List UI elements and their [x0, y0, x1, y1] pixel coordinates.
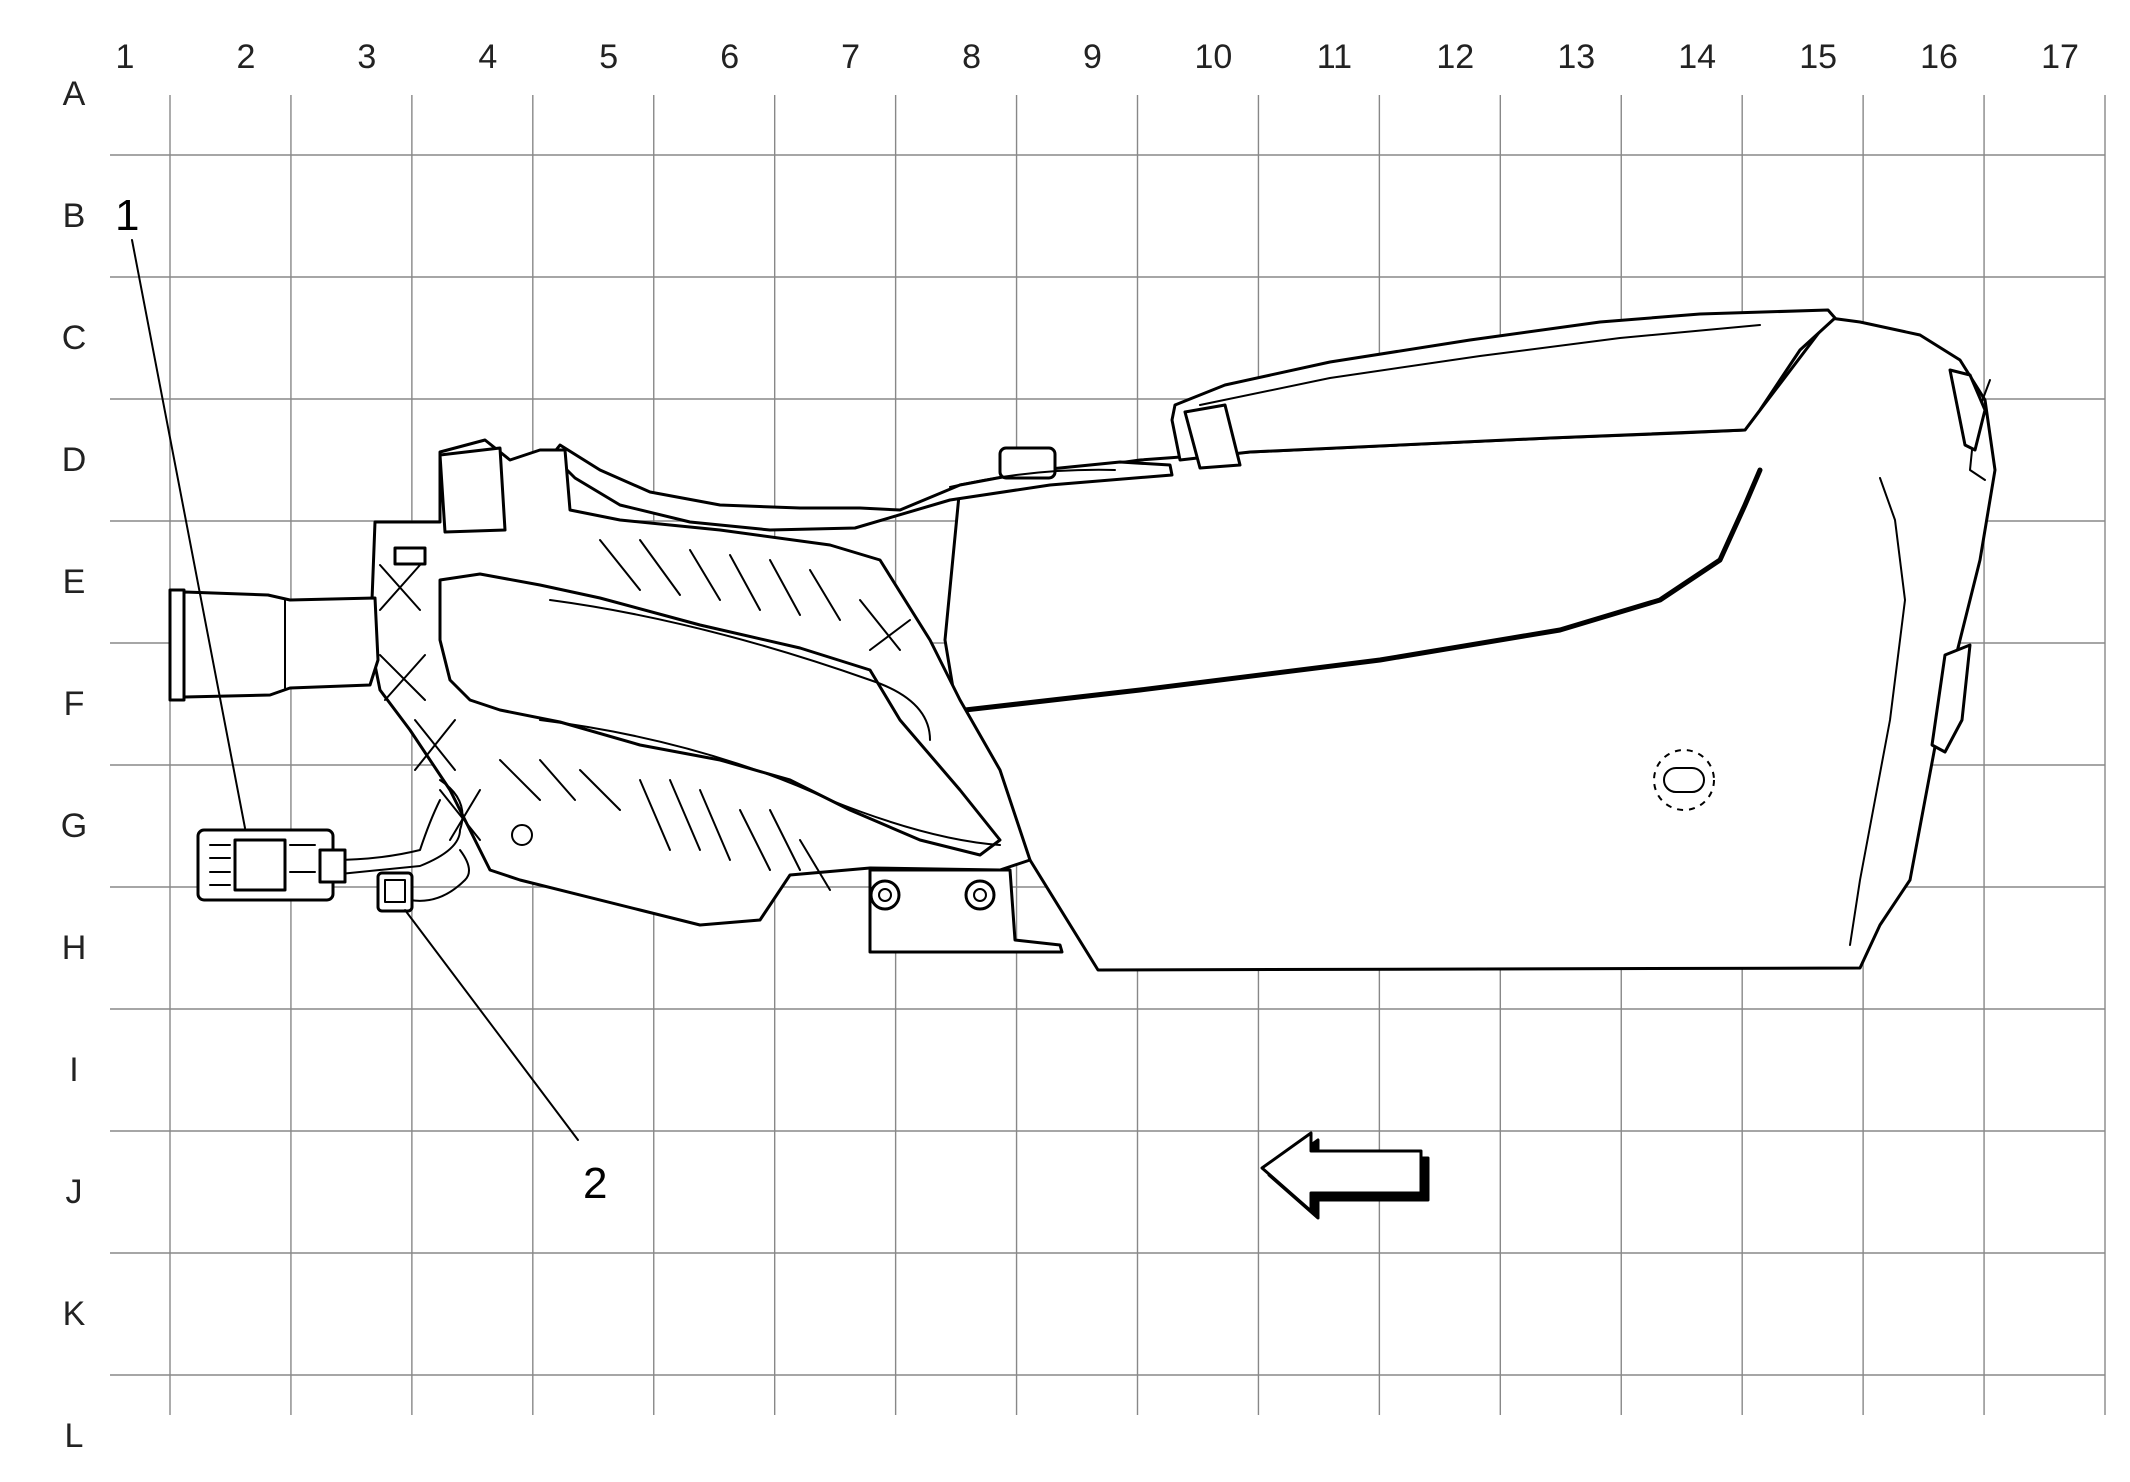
- column-label: 10: [1195, 38, 1233, 76]
- callout-2-leader: [404, 909, 579, 1141]
- row-labels: A B C D E F G H I J K L: [61, 75, 87, 1455]
- column-label: 4: [478, 38, 497, 76]
- row-label: L: [65, 1417, 84, 1455]
- row-label: K: [63, 1295, 86, 1333]
- row-label: J: [66, 1173, 83, 1211]
- bracket-lattice: [379, 539, 911, 891]
- column-label: 1: [116, 38, 135, 76]
- armrest-seam: [1199, 324, 1761, 406]
- column-label: 5: [599, 38, 618, 76]
- callout-2-label: 2: [583, 1159, 607, 1208]
- front-air-duct: [173, 590, 380, 699]
- control-knob: [998, 446, 1057, 480]
- mount-bolt-right: [964, 879, 996, 911]
- tunnel-cavity: [438, 572, 1002, 857]
- column-label: 9: [1083, 38, 1102, 76]
- mount-bolt-left-inner: [878, 888, 892, 902]
- bracket-top-block: [438, 446, 507, 534]
- forward-direction-arrow: [1260, 1131, 1430, 1220]
- mount-bolt-left: [869, 879, 901, 911]
- bracket-tab-upper: [393, 546, 427, 566]
- row-label: B: [63, 197, 86, 235]
- tunnel-lower-edge: [539, 719, 1001, 846]
- row-label: F: [64, 685, 85, 723]
- column-label: 16: [1920, 38, 1958, 76]
- row-label: I: [69, 1051, 78, 1089]
- rear-trim-tab: [1930, 643, 1972, 754]
- rear-top-clip: [1948, 368, 1987, 452]
- sensor-connector: [376, 871, 414, 913]
- row-label: E: [63, 563, 86, 601]
- electrical-connector: [196, 828, 347, 902]
- column-label: 6: [720, 38, 739, 76]
- column-label: 7: [841, 38, 860, 76]
- column-label: 15: [1799, 38, 1837, 76]
- callout-1-label: 1: [115, 191, 139, 240]
- body-crease: [962, 467, 1763, 713]
- column-label: 12: [1436, 38, 1474, 76]
- body-side-edge: [1849, 477, 1906, 946]
- callout-1-leader: [131, 239, 246, 829]
- column-label: 14: [1678, 38, 1716, 76]
- column-label: 13: [1557, 38, 1595, 76]
- mount-bolt-right-inner: [973, 888, 987, 902]
- row-label: G: [61, 807, 87, 845]
- knob-base: [949, 468, 1116, 488]
- tunnel-upper-edge: [549, 599, 931, 741]
- bracket-hole: [511, 824, 533, 846]
- mounting-foot: [868, 868, 1064, 954]
- cupholder-rim: [550, 443, 1174, 532]
- duct-outlet-flange: [168, 588, 186, 702]
- row-label: C: [62, 319, 87, 357]
- row-label: A: [63, 75, 86, 113]
- armrest-latch: [1183, 403, 1242, 470]
- column-label: 17: [2041, 38, 2079, 76]
- row-label: H: [62, 929, 87, 967]
- column-label: 2: [236, 38, 255, 76]
- fastener-hole: [1653, 749, 1715, 811]
- column-label: 8: [962, 38, 981, 76]
- row-label: D: [62, 441, 87, 479]
- center-console-assembly: [168, 308, 1997, 972]
- column-label: 11: [1317, 38, 1352, 76]
- wiring-harness: [329, 779, 470, 902]
- column-label: 3: [357, 38, 376, 76]
